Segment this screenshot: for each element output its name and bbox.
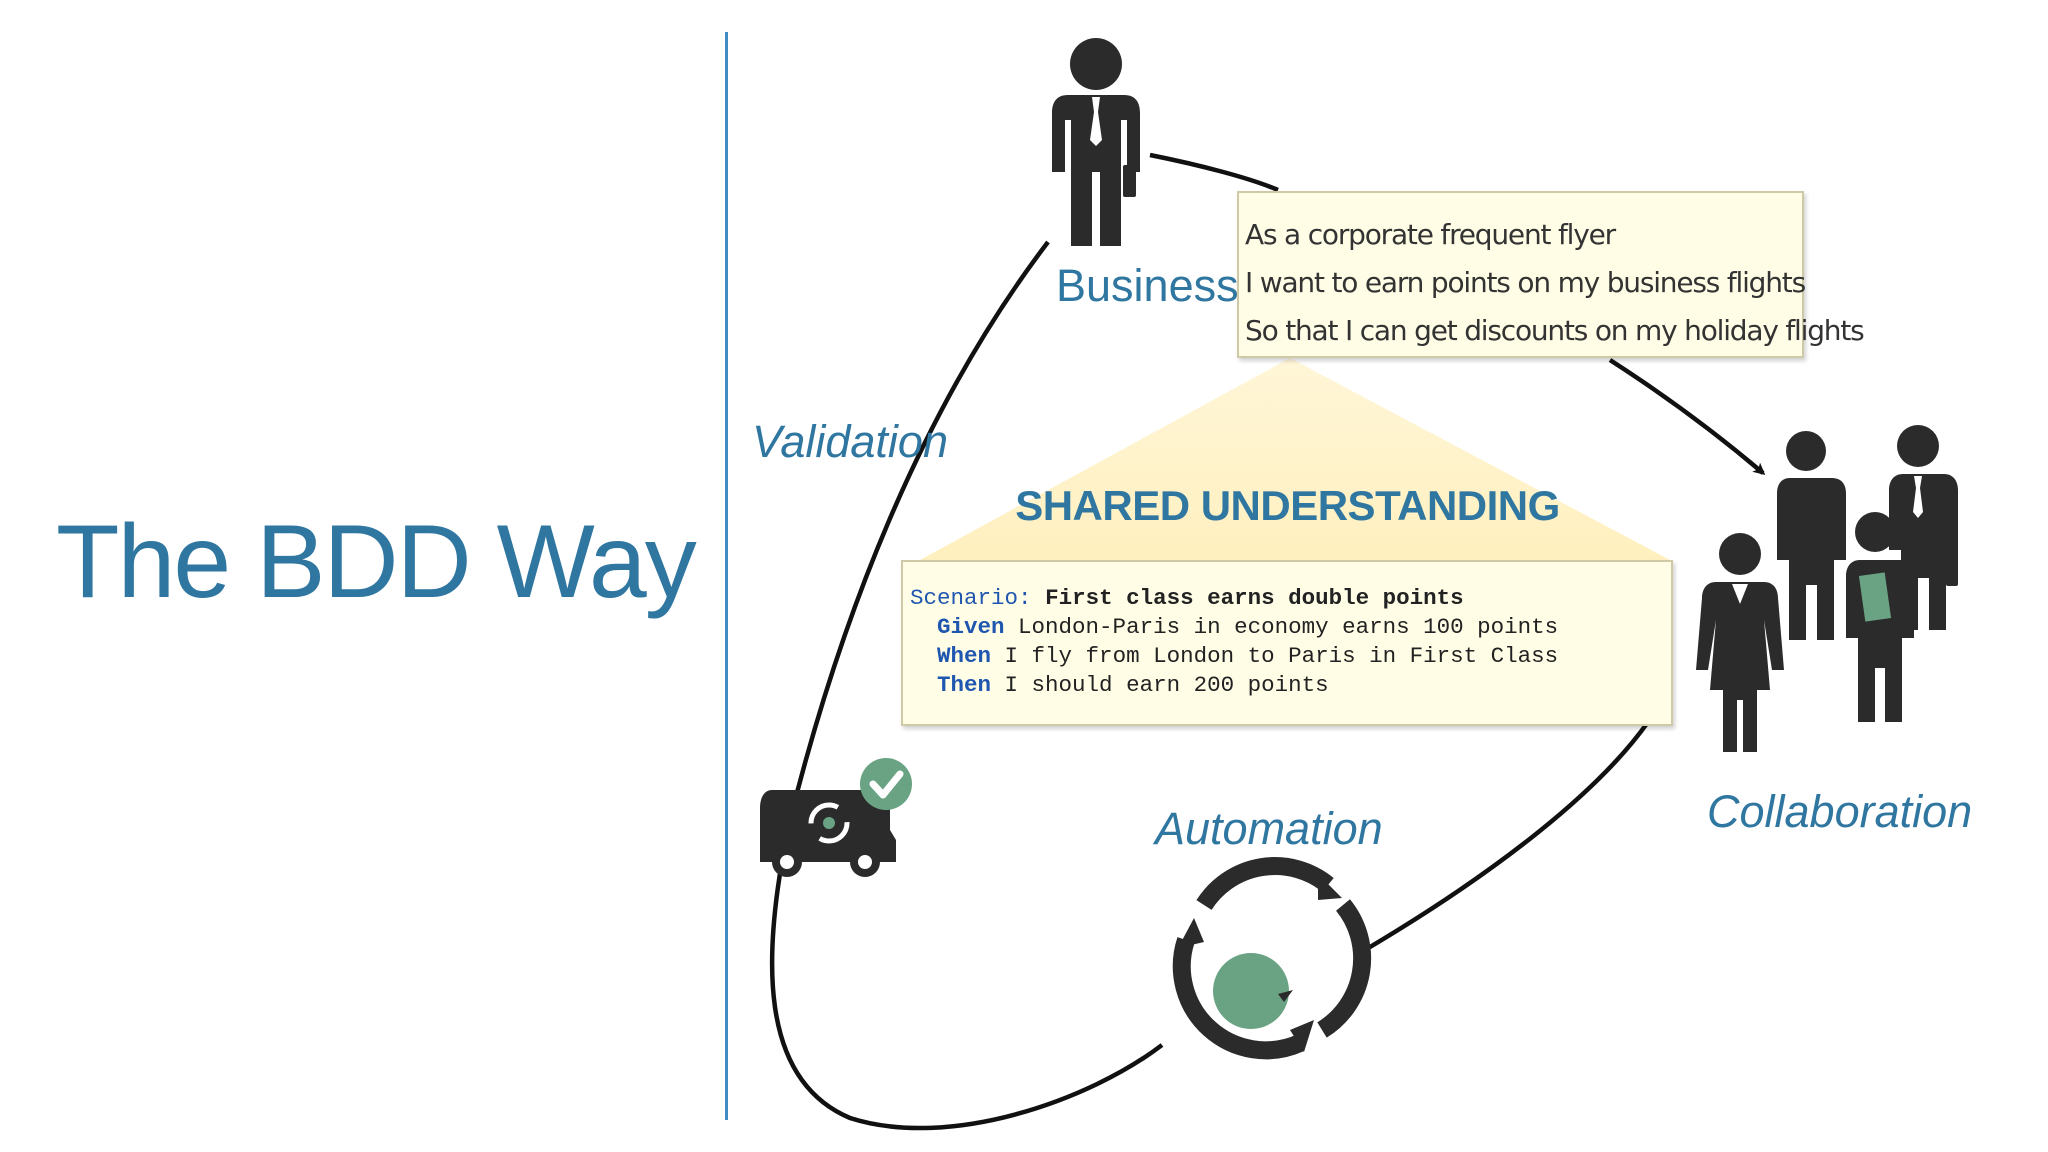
team-icon <box>1696 425 1958 752</box>
automation-label: Automation <box>1155 803 1383 854</box>
user-story-line: I want to earn points on my business fli… <box>1245 266 1806 299</box>
step-text: I fly from London to Paris in First Clas… <box>1004 643 1559 669</box>
scenario-header: Scenario: First class earns double point… <box>910 584 1671 613</box>
shared-understanding-label: SHARED UNDERSTANDING <box>1015 482 1560 529</box>
scenario-step: Then I should earn 200 points <box>910 671 1671 700</box>
business-curve <box>1149 152 1279 193</box>
collaboration-label: Collaboration <box>1707 786 1973 837</box>
step-keyword: Given <box>937 614 1005 640</box>
delivery-truck-icon <box>760 790 896 877</box>
step-keyword: When <box>937 643 992 669</box>
shared-understanding-triangle <box>920 358 1670 560</box>
scenario-step: Given London-Paris in economy earns 100 … <box>910 613 1671 642</box>
businessman-icon <box>1052 38 1140 246</box>
user-story-card: As a corporate frequent flyer I want to … <box>1237 191 1865 358</box>
business-label: Business <box>1056 260 1239 311</box>
scenario-title: First class earns double points <box>1045 585 1464 611</box>
user-story-line: As a corporate frequent flyer <box>1245 218 1616 251</box>
cycle-curve <box>769 240 1164 1131</box>
scenario-card: Scenario: First class earns double point… <box>901 560 1673 726</box>
checkmark-icon <box>860 758 912 810</box>
page-title: The BDD Way <box>56 504 697 620</box>
cycle-icon <box>1172 857 1372 1060</box>
scenario-keyword: Scenario <box>910 585 1019 611</box>
user-story-line: So that I can get discounts on my holida… <box>1245 314 1865 347</box>
step-text: I should earn 200 points <box>1004 672 1329 698</box>
step-text: London-Paris in economy earns 100 points <box>1018 614 1559 640</box>
step-keyword: Then <box>937 672 992 698</box>
vertical-divider <box>725 32 728 1120</box>
automation-collaboration-curve <box>1363 720 1650 952</box>
story-to-collaboration-arrow <box>1608 358 1766 475</box>
scenario-separator: : <box>1018 585 1032 611</box>
scenario-step: When I fly from London to Paris in First… <box>910 642 1671 671</box>
validation-label: Validation <box>752 416 948 467</box>
